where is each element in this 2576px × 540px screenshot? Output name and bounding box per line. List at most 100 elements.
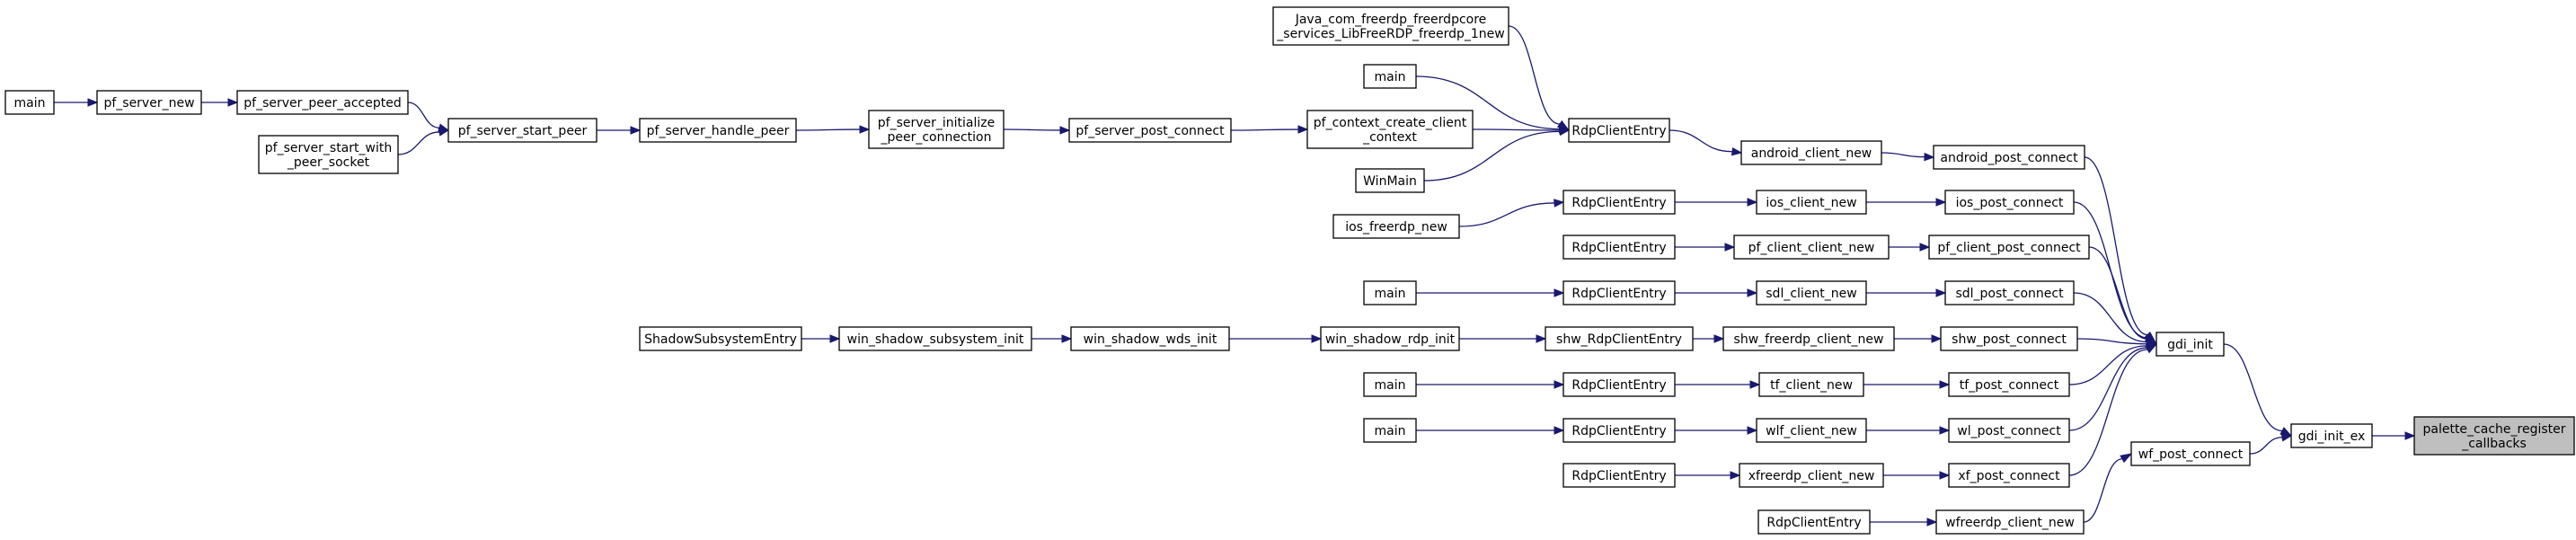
node-sdl-client-new[interactable]: sdl_client_new [1756, 280, 1867, 305]
edge-rce-wl-to-wlf-client-new [1674, 426, 1758, 435]
node-wlf-client-new[interactable]: wlf_client_new [1756, 418, 1867, 443]
node-pf-server-new[interactable]: pf_server_new [96, 90, 202, 115]
node-pf-server-init-conn[interactable]: pf_server_initialize_peer_connection [868, 110, 1005, 149]
node-android-post-connect[interactable]: android_post_connect [1933, 145, 2085, 170]
node-shw-post-connect[interactable]: shw_post_connect [1940, 326, 2078, 351]
node-wl-post-connect[interactable]: wl_post_connect [1948, 418, 2070, 443]
node-android-client-new[interactable]: android_client_new [1740, 140, 1882, 165]
edge-shw-rdpcliententry-to-shw-freerdp-client-new [1693, 334, 1725, 343]
edge-win-shadow-wds-init-to-win-shadow-rdp-init [1229, 334, 1323, 343]
node-sdl-post-connect[interactable]: sdl_post_connect [1944, 280, 2075, 305]
node-box [1722, 326, 1895, 351]
node-box [4, 90, 55, 115]
node-label: palette_cache_register_callbacks [2422, 422, 2565, 451]
edge-layer [54, 25, 2416, 527]
node-label: xf_post_connect [1958, 469, 2060, 483]
node-label: gdi_init [2167, 338, 2213, 352]
node-pf-server-post-connect[interactable]: pf_server_post_connect [1068, 118, 1232, 143]
node-rce-wf[interactable]: RdpClientEntry [1757, 509, 1871, 535]
node-pf-client-post-connect[interactable]: pf_client_post_connect [1928, 235, 2090, 260]
node-ios-client-new[interactable]: ios_client_new [1756, 190, 1867, 215]
edge-line [2068, 345, 2148, 385]
node-rce-ios[interactable]: RdpClientEntry [1562, 190, 1676, 215]
node-label: RdpClientEntry [1571, 196, 1666, 210]
node-rce-main[interactable]: RdpClientEntry [1568, 118, 1670, 143]
edge-xf-post-connect-to-gdi-init [2068, 343, 2158, 476]
edge-line [2084, 156, 2148, 336]
node-gdi-init-ex[interactable]: gdi_init_ex [2290, 423, 2373, 448]
arrowhead [1061, 334, 1073, 343]
arrowhead [1919, 243, 1931, 252]
node-box [1740, 140, 1882, 165]
edge-pf-client-post-connect-to-gdi-init [2088, 246, 2158, 345]
edge-pf-server-start-with-peer-socket-to-pf-server-start-peer [397, 128, 450, 155]
node-shw-rdpcliententry[interactable]: shw_RdpClientEntry [1545, 326, 1694, 351]
edge-line [2068, 347, 2148, 431]
node-box [1070, 326, 1230, 351]
node-box [1756, 418, 1867, 443]
edge-shadowsubsystementry-to-win-shadow-subsystem-init [801, 334, 841, 343]
node-gdi-init[interactable]: gdi_init [2156, 332, 2225, 357]
edge-main-sdl-to-rce-sdl [1416, 288, 1565, 297]
node-pf-server-start-peer[interactable]: pf_server_start_peer [447, 118, 598, 143]
edge-wf-post-connect-to-gdi-init-ex [2249, 433, 2293, 455]
node-pf-server-peer-accepted[interactable]: pf_server_peer_accepted [236, 90, 409, 115]
node-box [1944, 190, 2075, 215]
node-wf-post-connect[interactable]: wf_post_connect [2130, 441, 2251, 466]
node-win-shadow-subsystem-init[interactable]: win_shadow_subsystem_init [838, 326, 1032, 351]
node-main-tf[interactable]: main [1363, 372, 1417, 397]
node-pf-server-start-with-peer-socket[interactable]: pf_server_start_with_peer_socket [258, 135, 399, 174]
edge-pf-server-init-conn-to-pf-server-post-connect [1003, 126, 1071, 135]
node-xfreerdp-client-new[interactable]: xfreerdp_client_new [1739, 463, 1884, 488]
node-box [1320, 326, 1460, 351]
node-box [236, 90, 409, 115]
node-box [1948, 418, 2070, 443]
node-main-left[interactable]: main [4, 90, 55, 115]
node-ios-post-connect[interactable]: ios_post_connect [1944, 190, 2075, 215]
arrowhead [630, 126, 642, 135]
node-rce-wl[interactable]: RdpClientEntry [1562, 418, 1676, 443]
node-shw-freerdp-client-new[interactable]: shw_freerdp_client_new [1722, 326, 1895, 351]
node-shadowsubsystementry[interactable]: ShadowSubsystemEntry [639, 326, 802, 351]
node-win-shadow-rdp-init[interactable]: win_shadow_rdp_init [1320, 326, 1460, 351]
arrowhead [1730, 471, 1741, 480]
arrowhead [1935, 288, 1947, 297]
node-pf-server-handle-peer[interactable]: pf_server_handle_peer [639, 118, 797, 143]
node-box [96, 90, 202, 115]
node-rce-pf[interactable]: RdpClientEntry [1562, 235, 1676, 260]
edge-line [2223, 343, 2283, 432]
node-box [1306, 110, 1474, 149]
node-main-wl[interactable]: main [1363, 418, 1417, 443]
node-main-sdl[interactable]: main [1363, 280, 1417, 305]
node-box [1935, 509, 2085, 535]
node-rce-sdl[interactable]: RdpClientEntry [1562, 280, 1676, 305]
node-rce-xf[interactable]: RdpClientEntry [1562, 463, 1676, 488]
node-tf-post-connect[interactable]: tf_post_connect [1948, 372, 2070, 397]
arrowhead [438, 128, 450, 137]
arrowhead [1926, 518, 1938, 527]
arrowhead [1724, 243, 1736, 252]
node-label: win_shadow_subsystem_init [847, 332, 1024, 347]
node-winmain[interactable]: WinMain [1355, 168, 1425, 193]
node-box [1562, 190, 1676, 215]
edge-pf-context-create-to-rce-main [1472, 126, 1571, 135]
arrowhead [859, 125, 871, 134]
arrowhead [829, 334, 841, 343]
node-java-new[interactable]: Java_com_freerdp_freerdpcore_services_Li… [1272, 6, 1509, 46]
node-box [1562, 418, 1676, 443]
node-win-shadow-wds-init[interactable]: win_shadow_wds_init [1070, 326, 1230, 351]
node-rce-tf[interactable]: RdpClientEntry [1562, 372, 1676, 397]
node-xf-post-connect[interactable]: xf_post_connect [1948, 463, 2070, 488]
node-label: pf_server_new [103, 96, 194, 111]
node-ios-freerdp-new[interactable]: ios_freerdp_new [1332, 214, 1460, 239]
node-pf-context-create[interactable]: pf_context_create_client_context [1306, 110, 1474, 149]
node-box [1562, 235, 1676, 260]
node-pf-client-client-new[interactable]: pf_client_client_new [1733, 235, 1890, 260]
node-tf-client-new[interactable]: tf_client_new [1758, 372, 1864, 397]
node-label: pf_server_post_connect [1076, 124, 1225, 138]
edge-rce-tf-to-tf-client-new [1675, 380, 1761, 389]
node-wfreerdp-client-new[interactable]: wfreerdp_client_new [1935, 509, 2085, 535]
node-main-top[interactable]: main [1363, 64, 1417, 89]
node-box [1363, 280, 1417, 305]
